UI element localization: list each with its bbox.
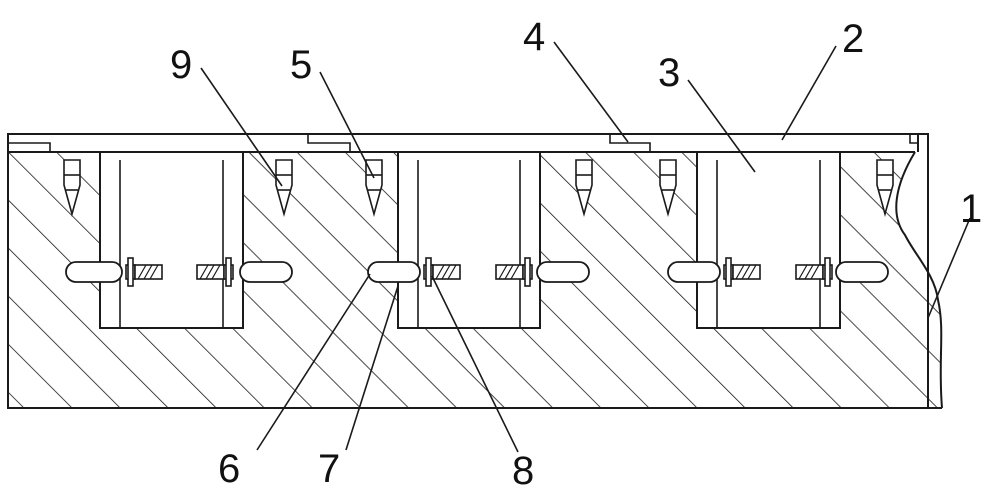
callout-label: 5 [290, 43, 312, 87]
module-bodies [99, 151, 841, 329]
leader-line-5 [319, 71, 375, 179]
slots [65, 261, 889, 283]
slot [65, 261, 123, 283]
pin [196, 257, 234, 287]
cover-plate-outline [7, 133, 919, 152]
leader-line-1 [927, 217, 971, 319]
slot [835, 261, 889, 283]
pins [125, 257, 833, 287]
module-body [99, 151, 244, 329]
callout-label: 8 [512, 449, 534, 491]
plate-step [8, 142, 51, 152]
leader-line-6 [256, 273, 371, 451]
leader-line-9 [200, 67, 283, 187]
plate-step [609, 134, 651, 152]
slot [536, 261, 590, 283]
slot [239, 261, 293, 283]
spikes [63, 159, 894, 218]
base-block-outline [7, 152, 942, 409]
base-block-hatch [8, 152, 942, 408]
module-inner-walls [119, 160, 821, 328]
callout-label: 6 [218, 447, 240, 491]
spike [876, 159, 894, 218]
callout-labels: 9 5 4 3 2 1 6 7 8 [170, 15, 982, 491]
module-body [696, 151, 841, 329]
pin [423, 257, 461, 287]
pin [795, 257, 833, 287]
slot [367, 261, 421, 283]
slot [667, 261, 721, 283]
spike [659, 159, 677, 218]
leader-line-4 [553, 41, 629, 143]
spike [63, 159, 81, 218]
callout-label: 3 [658, 51, 680, 95]
callout-label: 9 [170, 43, 192, 87]
pin [495, 257, 533, 287]
spike [575, 159, 593, 218]
spike [365, 159, 383, 218]
callout-label: 7 [318, 447, 340, 491]
callout-label: 4 [523, 15, 545, 59]
leader-line-7 [345, 285, 399, 451]
leader-line-2 [781, 45, 837, 141]
plate-step [909, 134, 918, 144]
spike [275, 159, 293, 218]
leader-lines [200, 41, 971, 453]
module-body [397, 151, 541, 329]
plate-step [307, 134, 351, 152]
pin [125, 257, 163, 287]
callout-label: 1 [960, 187, 982, 231]
pin [723, 257, 761, 287]
base-break-line [895, 151, 943, 409]
leader-line-8 [431, 275, 519, 453]
callout-label: 2 [842, 17, 864, 61]
leader-line-3 [687, 79, 756, 173]
